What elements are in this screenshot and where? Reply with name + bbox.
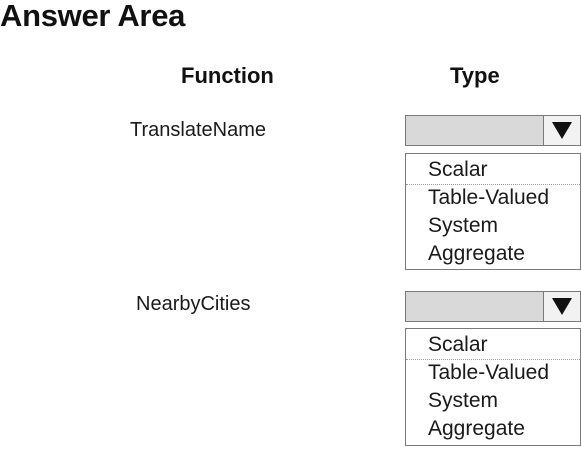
option-scalar[interactable]: Scalar xyxy=(406,331,580,360)
type-options-list-translatename: Scalar Table-Valued System Aggregate xyxy=(405,153,581,270)
type-dropdown-translatename[interactable] xyxy=(405,115,581,146)
function-name-nearbycities: NearbyCities xyxy=(136,293,251,315)
type-dropdown-nearbycities[interactable] xyxy=(405,291,581,322)
option-system[interactable]: System xyxy=(428,389,499,412)
option-table-valued[interactable]: Table-Valued xyxy=(428,361,550,384)
option-table-valued[interactable]: Table-Valued xyxy=(428,186,550,209)
option-aggregate[interactable]: Aggregate xyxy=(428,242,525,265)
function-name-translatename: TranslateName xyxy=(130,119,266,141)
option-aggregate[interactable]: Aggregate xyxy=(428,417,525,440)
option-scalar[interactable]: Scalar xyxy=(406,156,580,185)
dropdown-arrow-button[interactable] xyxy=(543,116,580,145)
answer-area-title: Answer Area xyxy=(0,0,186,33)
type-options-list-nearbycities: Scalar Table-Valued System Aggregate xyxy=(405,328,581,446)
dropdown-arrow-button[interactable] xyxy=(543,292,580,321)
triangle-down-icon xyxy=(552,122,572,139)
option-system[interactable]: System xyxy=(428,214,499,237)
triangle-down-icon xyxy=(552,298,572,315)
function-column-header: Function xyxy=(181,63,274,88)
type-column-header: Type xyxy=(450,63,500,88)
